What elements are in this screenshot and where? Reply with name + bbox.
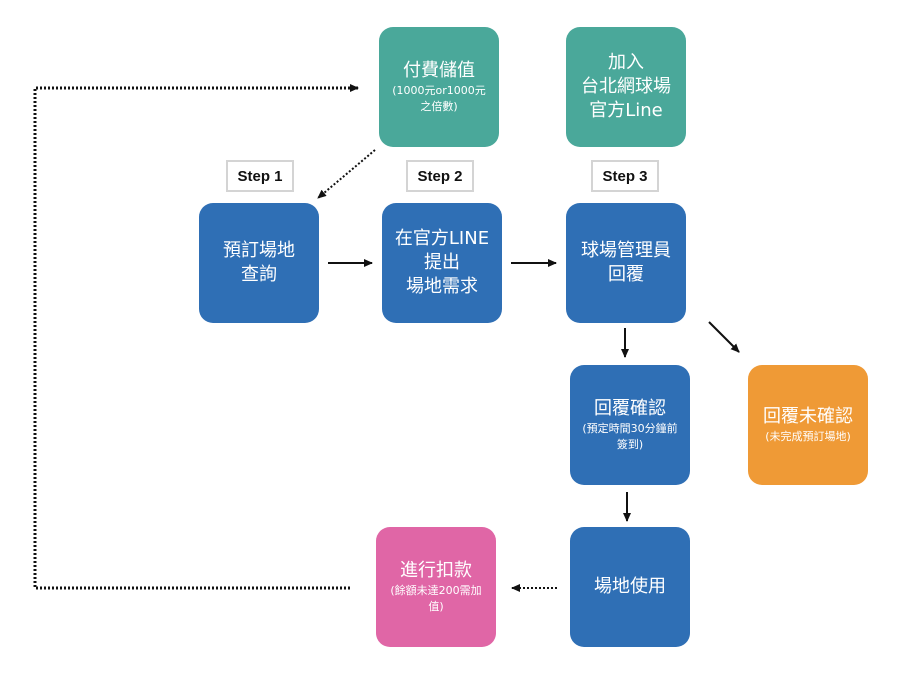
node-request-title: 在官方LINE 提出 場地需求 bbox=[394, 228, 490, 297]
node-request: 在官方LINE 提出 場地需求 bbox=[382, 203, 502, 323]
node-reply-unconfirmed: 回覆未確認 (未完成預訂場地) bbox=[748, 365, 868, 485]
step-2-label: Step 2 bbox=[406, 160, 474, 192]
node-deduct: 進行扣款 (餘額未達200需加 值) bbox=[376, 527, 496, 647]
node-reply-unconfirmed-title: 回覆未確認 bbox=[763, 406, 853, 427]
node-venue-use-title: 場地使用 bbox=[594, 576, 666, 597]
node-admin-reply-title: 球場管理員 回覆 bbox=[581, 240, 671, 285]
node-reply-confirmed-note: (預定時間30分鐘前 簽到) bbox=[582, 422, 678, 451]
node-prepay-note: (1000元or1000元 之倍數) bbox=[392, 84, 486, 113]
node-join-line-title: 加入 台北網球場 官方Line bbox=[581, 52, 671, 121]
step-1-label: Step 1 bbox=[226, 160, 294, 192]
node-reply-confirmed-title: 回覆確認 bbox=[594, 398, 666, 419]
node-join-line: 加入 台北網球場 官方Line bbox=[566, 27, 686, 147]
node-prepay: 付費儲值 (1000元or1000元 之倍數) bbox=[379, 27, 499, 147]
node-admin-reply: 球場管理員 回覆 bbox=[566, 203, 686, 323]
node-deduct-note: (餘額未達200需加 值) bbox=[390, 584, 482, 613]
node-reply-confirmed: 回覆確認 (預定時間30分鐘前 簽到) bbox=[570, 365, 690, 485]
step-3-label: Step 3 bbox=[591, 160, 659, 192]
node-venue-use: 場地使用 bbox=[570, 527, 690, 647]
node-query-title: 預訂場地 查詢 bbox=[223, 240, 295, 285]
loop-arrow bbox=[33, 84, 359, 590]
prepay-to-query-arrow bbox=[317, 149, 376, 199]
node-prepay-title: 付費儲值 bbox=[403, 60, 475, 81]
node-reply-unconfirmed-note: (未完成預訂場地) bbox=[765, 430, 851, 443]
admin-to-unconfirmed-arrow bbox=[708, 321, 740, 353]
node-query: 預訂場地 查詢 bbox=[199, 203, 319, 323]
node-deduct-title: 進行扣款 bbox=[400, 560, 472, 581]
